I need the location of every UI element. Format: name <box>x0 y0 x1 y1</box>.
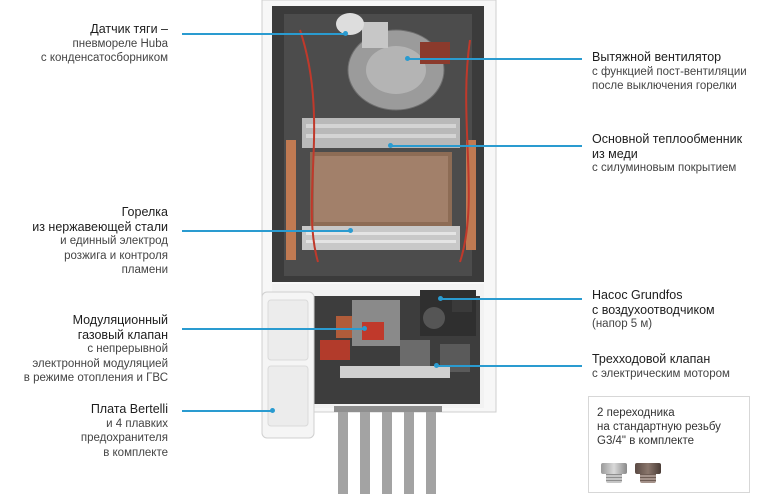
callout-line-three-way-valve <box>436 365 582 367</box>
adapters-box-line-3: G3/4" в комплекте <box>597 435 695 447</box>
callout-dot-burner <box>348 228 353 233</box>
label-heat-exchanger-sub-1: с силуминовым покрытием <box>592 162 737 174</box>
label-three-way-valve-title: Трехходовой клапан <box>592 352 711 366</box>
adapters-box-text: 2 переходника на стандартную резьбу G3/4… <box>597 406 721 448</box>
label-draft-sensor: Датчик тяги – пневмореле Huba с конденса… <box>41 22 168 66</box>
adapters-box-line-1: 2 переходника <box>597 407 675 419</box>
heat-exchanger <box>302 118 460 250</box>
label-gas-valve: Модуляционный газовый клапан с непрерывн… <box>24 313 168 386</box>
label-heat-exchanger-title-2: из меди <box>592 146 638 161</box>
callout-line-pcb <box>182 410 272 412</box>
label-burner-sub-2: розжига и контроля <box>64 249 168 262</box>
pump <box>420 290 476 336</box>
gas-valve <box>336 300 400 346</box>
label-burner-sub-3: пламени <box>121 264 168 276</box>
label-gas-valve-sub-3: в режиме отопления и ГВС <box>23 372 168 384</box>
callout-line-fan <box>407 58 582 60</box>
label-fan-sub-1: с функцией пост-вентиляции <box>592 65 747 78</box>
label-pcb: Плата Bertelli и 4 плавких предохранител… <box>81 402 168 460</box>
label-pcb-sub-3: в комплекте <box>103 446 168 459</box>
label-draft-sensor-title: Датчик тяги – <box>90 22 168 36</box>
callout-line-pump <box>440 298 582 300</box>
label-pcb-sub-2: предохранителя <box>80 432 168 444</box>
pcb-cover <box>261 291 315 439</box>
callout-dot-pump <box>438 296 443 301</box>
label-fan-title: Вытяжной вентилятор <box>592 50 722 64</box>
callout-line-draft-sensor <box>182 33 345 35</box>
label-heat-exchanger: Основной теплообменник из меди с силумин… <box>592 132 742 176</box>
label-three-way-valve-sub-1: с электрическим мотором <box>592 367 730 380</box>
label-gas-valve-sub-2: электронной модуляцией <box>32 357 168 370</box>
callout-dot-heat-exchanger <box>388 143 393 148</box>
adapters-box-line-2: на стандартную резьбу <box>597 421 721 433</box>
label-gas-valve-title-1: Модуляционный <box>72 313 168 327</box>
label-fan: Вытяжной вентилятор с функцией пост-вент… <box>592 50 747 94</box>
label-burner: Горелка из нержавеющей стали и единный э… <box>32 205 168 278</box>
label-fan-sub-2: после выключения горелки <box>592 80 737 92</box>
label-pump-sub-1: (напор 5 м) <box>592 318 653 330</box>
label-draft-sensor-sub-1: пневмореле Huba <box>72 37 168 50</box>
callout-dot-pcb <box>270 408 275 413</box>
callout-dot-gas-valve <box>362 326 367 331</box>
callout-line-burner <box>182 230 350 232</box>
label-gas-valve-title-2: газовый клапан <box>77 327 168 342</box>
label-draft-sensor-sub-2: с конденсатосборником <box>40 52 168 64</box>
label-pump: Насос Grundfos с воздухоотводчиком (напо… <box>592 288 715 332</box>
label-pump-title-1: Насос Grundfos <box>592 288 683 302</box>
label-burner-title-1: Горелка <box>121 205 168 219</box>
adapters-box: 2 переходника на стандартную резьбу G3/4… <box>588 396 750 493</box>
callout-line-heat-exchanger <box>390 145 582 147</box>
label-burner-title-2: из нержавеющей стали <box>32 219 168 234</box>
callout-dot-draft-sensor <box>343 31 348 36</box>
label-pcb-sub-1: и 4 плавких <box>106 417 168 430</box>
callout-dot-fan <box>405 56 410 61</box>
label-three-way-valve: Трехходовой клапан с электрическим мотор… <box>592 352 730 381</box>
adapter-fitting-steel <box>601 463 627 483</box>
label-pcb-title: Плата Bertelli <box>90 402 168 416</box>
callout-line-gas-valve <box>182 328 364 330</box>
callout-dot-three-way-valve <box>434 363 439 368</box>
label-gas-valve-sub-1: с непрерывной <box>87 343 168 355</box>
label-pump-title-2: с воздухоотводчиком <box>592 302 715 317</box>
adapter-fitting-dark <box>635 463 661 483</box>
label-heat-exchanger-title-1: Основной теплообменник <box>592 132 743 146</box>
label-burner-sub-1: и единный электрод <box>60 235 168 247</box>
